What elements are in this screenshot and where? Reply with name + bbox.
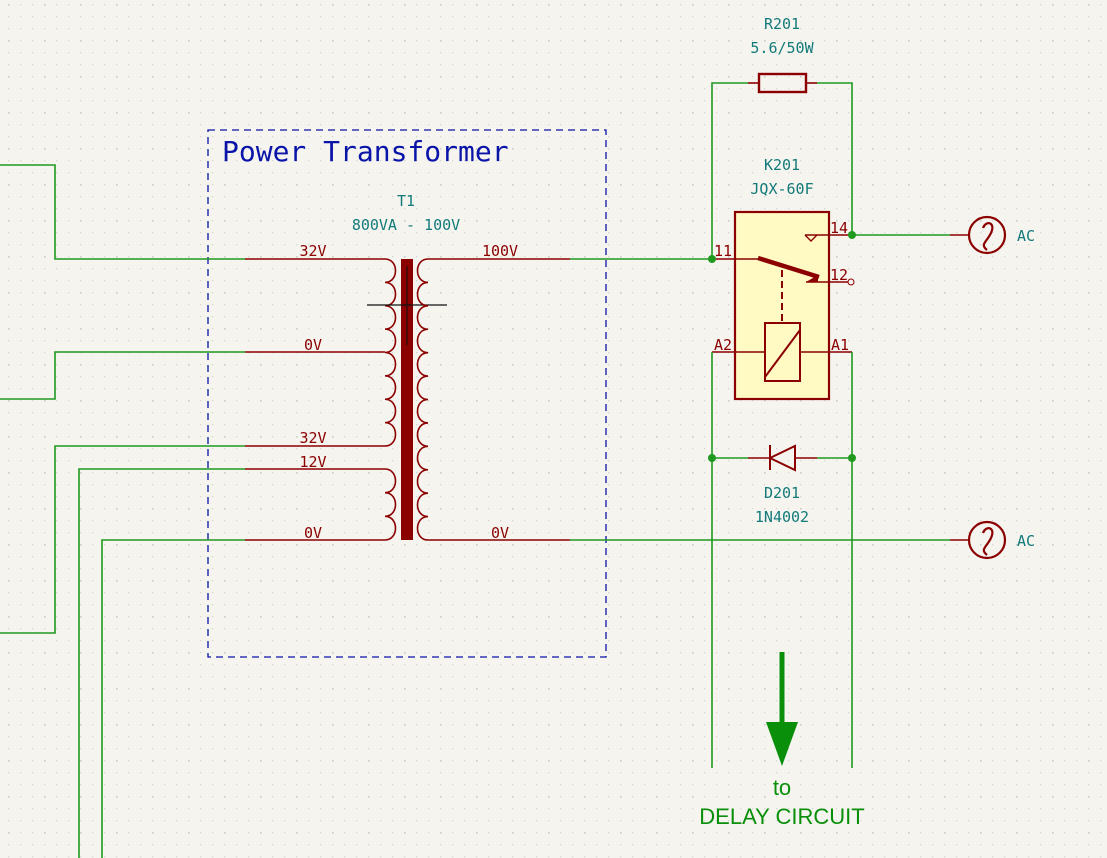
tap-label-100v: 100V (482, 242, 518, 260)
sine-wave-icon (981, 222, 994, 251)
secondary-winding (416, 258, 429, 541)
group-box-power-transformer[interactable] (207, 129, 607, 658)
pin-label-a2: A2 (714, 336, 732, 354)
diode-d201[interactable]: D201 1N4002 (712, 444, 852, 526)
pin-label-14: 14 (830, 219, 848, 237)
arrow-down-icon (766, 722, 798, 766)
annotation-line1: to (773, 775, 791, 800)
resistor-value: 5.6/50W (750, 39, 814, 57)
relay-pin-12-unconnected (847, 278, 855, 286)
tap-label-0v-top: 0V (304, 336, 322, 354)
ac-label-top: AC (1017, 227, 1035, 245)
transformer-core (401, 259, 413, 540)
ac-source-bottom[interactable]: AC (967, 520, 1035, 560)
wire-r201-left[interactable] (711, 82, 748, 259)
ac-source-top[interactable]: AC (967, 215, 1035, 255)
wire-12v[interactable] (78, 468, 245, 858)
tap-label-12v: 12V (299, 453, 326, 471)
resistor-ref: R201 (764, 15, 800, 33)
tap-label-0v-bottom: 0V (304, 524, 322, 542)
left-wires (0, 164, 245, 858)
relay-ref: K201 (764, 156, 800, 174)
transformer-ref: T1 (397, 192, 415, 210)
transformer-t1[interactable]: T1 800VA - 100V 32V 0V 32V 12V 0V 100V 0… (245, 192, 570, 542)
junction-pin-11 (708, 255, 716, 263)
wire-0v-top[interactable] (0, 351, 245, 400)
ac-source-icon (967, 520, 1007, 560)
diode-ref: D201 (764, 484, 800, 502)
pin-label-a1: A1 (831, 336, 849, 354)
tap-label-0v-secondary: 0V (491, 524, 509, 542)
ac-source-icon (967, 215, 1007, 255)
primary-winding-1 (384, 258, 397, 447)
primary-winding-2 (384, 468, 397, 541)
relay-nc-contact (804, 234, 818, 242)
annotation-line2: DELAY CIRCUIT (699, 804, 864, 829)
sine-wave-icon (981, 527, 994, 556)
ac-label-bottom: AC (1017, 532, 1035, 550)
group-title: Power Transformer (222, 135, 509, 168)
tap-label-32v-mid: 32V (299, 429, 326, 447)
tap-label-32v-top: 32V (299, 242, 326, 260)
relay-switch-arm (757, 255, 820, 280)
junction-diode-right (848, 454, 856, 462)
delay-circuit-annotation[interactable]: to DELAY CIRCUIT (699, 652, 865, 829)
wire-32v-top[interactable] (0, 164, 245, 260)
resistor-r201[interactable]: R201 5.6/50W (748, 15, 817, 94)
relay-value: JQX-60F (750, 180, 813, 198)
relay-switch-tip (806, 275, 818, 282)
wire-32v-mid[interactable] (0, 445, 245, 634)
wire-r201-right[interactable] (817, 82, 853, 235)
relay-k201[interactable]: K201 JQX-60F 11 14 12 A2 A1 (712, 156, 855, 401)
pin-label-12: 12 (830, 266, 848, 284)
diode-value: 1N4002 (755, 508, 809, 526)
relay-coil-diagonal (764, 329, 801, 378)
junction-diode-left (708, 454, 716, 462)
pin-label-11: 11 (714, 242, 732, 260)
transformer-value: 800VA - 100V (352, 216, 460, 234)
wire-0v-bottom[interactable] (101, 539, 245, 858)
